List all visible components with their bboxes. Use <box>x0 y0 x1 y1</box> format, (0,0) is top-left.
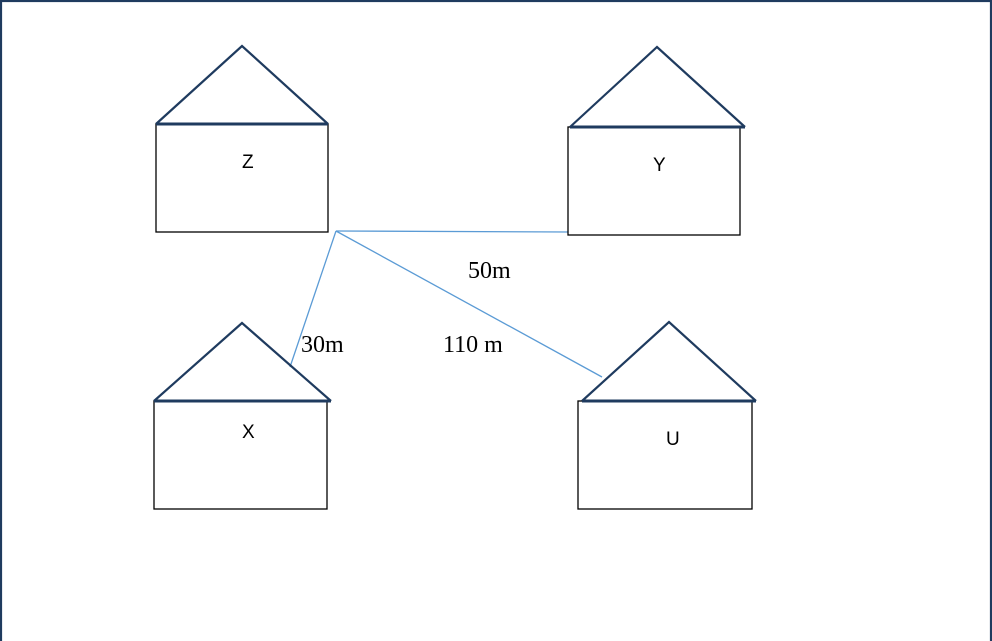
house-x-label: X <box>242 422 255 443</box>
house-u-roof <box>581 320 757 402</box>
house-y-walls <box>567 126 741 236</box>
distance-label-z-x: 30m <box>301 332 344 358</box>
distance-label-z-y: 50m <box>468 258 511 284</box>
house-x: X <box>153 321 332 510</box>
house-z-label: Z <box>242 152 254 173</box>
link-z-x <box>289 230 337 368</box>
house-x-walls <box>153 400 328 510</box>
house-z: Z <box>155 44 329 233</box>
house-u-label: U <box>666 429 680 450</box>
house-u: U <box>577 320 757 510</box>
house-y: Y <box>567 45 746 236</box>
connections <box>289 230 603 378</box>
house-x-roof <box>153 321 332 402</box>
house-y-roof <box>569 45 746 128</box>
house-z-roof <box>155 44 329 125</box>
link-z-u <box>335 230 603 378</box>
link-z-y <box>335 230 570 233</box>
distance-label-z-u: 110 m <box>443 332 503 358</box>
house-y-label: Y <box>653 155 666 176</box>
house-z-walls <box>155 123 329 233</box>
house-u-walls <box>577 400 753 510</box>
